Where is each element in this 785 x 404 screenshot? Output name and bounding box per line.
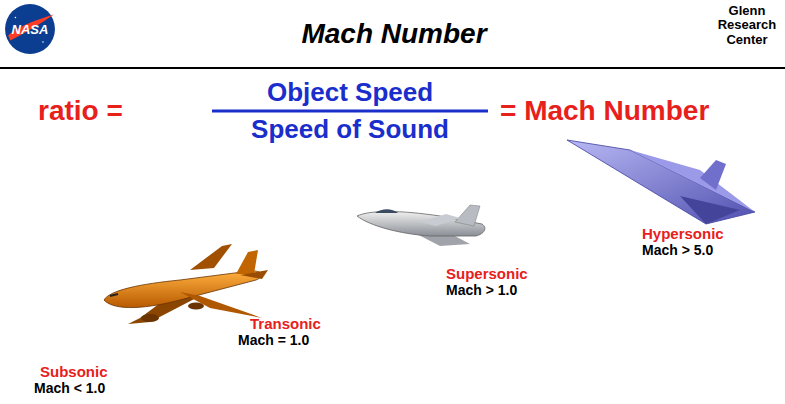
mach-range: Mach > 1.0 xyxy=(446,283,517,298)
mach-range: Mach > 5.0 xyxy=(642,243,713,258)
header-rule xyxy=(0,67,785,69)
hypersonic-vehicle xyxy=(567,140,755,224)
logo-badge: NASA xyxy=(4,3,56,55)
regime-name: Supersonic xyxy=(446,266,528,283)
center-name: Glenn Research Center xyxy=(712,4,782,47)
formula-text: ratio = xyxy=(38,96,123,127)
regime-name: Transonic xyxy=(250,316,321,333)
airliner xyxy=(104,244,268,324)
formula-result: = Mach Number xyxy=(500,96,709,127)
formula-denominator: Speed of Sound xyxy=(251,115,449,144)
page-title: Mach Number xyxy=(301,19,486,50)
mach-range: Mach < 1.0 xyxy=(34,381,105,396)
supersonic-jet xyxy=(357,205,485,246)
regime-name: Subsonic xyxy=(40,364,108,381)
mach-range: Mach = 1.0 xyxy=(238,333,309,348)
logo-text: NASA xyxy=(4,22,56,37)
formula-numerator: Object Speed xyxy=(267,78,433,107)
fraction-bar xyxy=(212,110,488,113)
regime-name: Hypersonic xyxy=(642,226,724,243)
